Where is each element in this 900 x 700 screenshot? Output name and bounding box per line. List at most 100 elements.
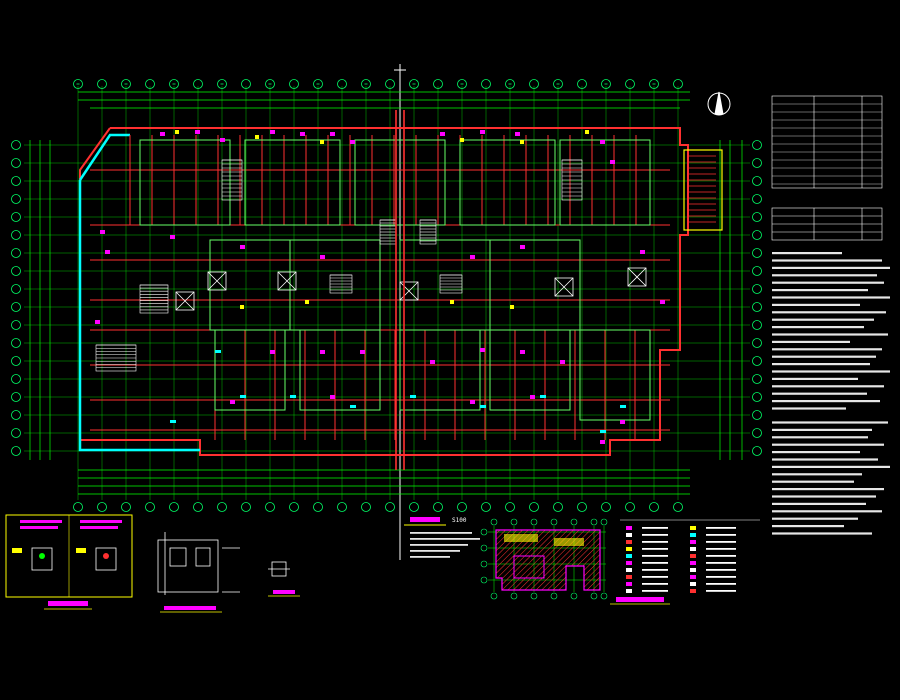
- axis-bubble: [600, 518, 608, 526]
- axis-bubble: [752, 176, 762, 186]
- fire-symbol: [520, 245, 525, 249]
- axis-bubble: [11, 176, 21, 186]
- legend-text: [706, 583, 736, 585]
- axis-bubble: [313, 502, 323, 512]
- shaft-cross: [175, 291, 195, 311]
- fire-symbol: [360, 350, 365, 354]
- axis-bubble: [480, 560, 488, 568]
- shaft: [627, 267, 647, 287]
- note-line: [410, 556, 450, 558]
- axis-bubble: [752, 410, 762, 420]
- stair-outline: [95, 344, 137, 372]
- legend-text: [706, 562, 736, 564]
- shaft: [175, 291, 195, 311]
- axis-bubble: [577, 79, 587, 89]
- axis-bubble: [577, 502, 587, 512]
- legend-symbol: [626, 554, 632, 558]
- elevator-shafts: [175, 267, 647, 311]
- axis-bubble: [480, 544, 488, 552]
- fire-symbol: [600, 140, 605, 144]
- unit-room: [354, 139, 446, 226]
- fire-symbol: [330, 395, 335, 399]
- note-line: [772, 318, 874, 321]
- fire-symbol: [610, 160, 615, 164]
- fire-symbol: [320, 255, 325, 259]
- axis-bubble: [457, 502, 467, 512]
- hydrant-symbol: [240, 395, 246, 398]
- legend-symbol: [626, 540, 632, 544]
- unit-room: [299, 329, 381, 411]
- left-dimension-lines: [29, 140, 51, 460]
- axis-bubble: [752, 248, 762, 258]
- axis-bubble: [625, 502, 635, 512]
- axis-bubble: [752, 392, 762, 402]
- note-line: [772, 458, 878, 461]
- note-symbol: [510, 305, 514, 309]
- fire-symbol: [230, 400, 235, 404]
- axis-bubble: [752, 212, 762, 222]
- axis-bubble: [193, 502, 203, 512]
- legend-text: [706, 569, 736, 571]
- legend-text: [642, 562, 668, 564]
- note-line: [772, 289, 868, 292]
- unit-walls: [139, 139, 651, 421]
- legend-symbol: [690, 568, 696, 572]
- note-symbol: [240, 305, 244, 309]
- axis-bubble: [73, 79, 83, 89]
- axis-bubble: [361, 502, 371, 512]
- legend-text: [706, 527, 736, 529]
- note-line: [772, 428, 872, 431]
- shaft-cross: [277, 271, 297, 291]
- axis-bubble: [673, 502, 683, 512]
- legend-text: [642, 555, 668, 557]
- axis-bubble: [11, 392, 21, 402]
- fire-symbol: [170, 235, 175, 239]
- axis-bubble: [752, 194, 762, 204]
- fire-symbol: [480, 130, 485, 134]
- axis-bubble: [752, 302, 762, 312]
- note-line: [772, 340, 850, 343]
- note-line: [410, 538, 480, 540]
- legend-text: [642, 583, 668, 585]
- top-dimension-lines: [78, 91, 690, 109]
- fire-symbol: [270, 350, 275, 354]
- fire-symbol: [560, 360, 565, 364]
- axis-bubble: [11, 284, 21, 294]
- note-line: [772, 392, 867, 395]
- axis-bubble: [752, 266, 762, 276]
- right-dimension-lines: [719, 140, 743, 460]
- building-outline: [79, 127, 689, 456]
- legend-text: [642, 590, 668, 592]
- axis-bubble: [11, 158, 21, 168]
- fire-symbol: [300, 132, 305, 136]
- right-axis-bubbles: [752, 140, 762, 456]
- note-line: [772, 259, 882, 262]
- note-line: [772, 274, 877, 277]
- unit-room: [214, 329, 286, 411]
- axis-bubble: [169, 79, 179, 89]
- fire-symbol: [160, 132, 165, 136]
- axis-bubble: [409, 79, 419, 89]
- axis-bubble: [752, 374, 762, 384]
- axis-bubble: [97, 502, 107, 512]
- legend-text: [706, 590, 736, 592]
- legend-symbol: [690, 547, 696, 551]
- axis-bubble: [752, 158, 762, 168]
- legend-symbol: [690, 582, 696, 586]
- axis-bubble: [530, 592, 538, 600]
- shaft-cross: [554, 277, 574, 297]
- axis-bubble: [752, 320, 762, 330]
- axis-bubble: [313, 79, 323, 89]
- axis-bubble: [11, 410, 21, 420]
- fire-symbol: [620, 420, 625, 424]
- axis-bubble: [752, 230, 762, 240]
- stair-outline: [439, 274, 463, 294]
- axis-bubble: [530, 518, 538, 526]
- shaft-cross: [399, 281, 419, 301]
- note-line: [772, 370, 890, 373]
- north-arrow-icon: [707, 91, 731, 116]
- fire-symbol: [195, 130, 200, 134]
- axis-bubble: [169, 502, 179, 512]
- axis-bubble: [505, 502, 515, 512]
- hydrant-symbol: [600, 430, 606, 433]
